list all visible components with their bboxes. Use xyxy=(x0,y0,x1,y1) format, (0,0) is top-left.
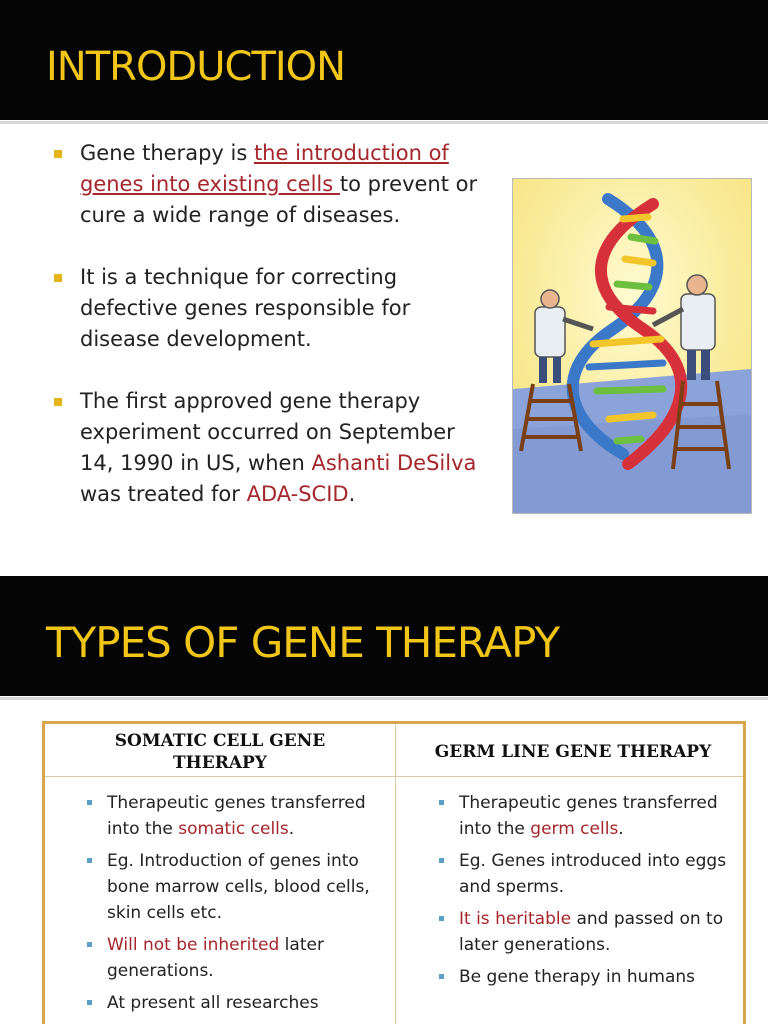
bullet-text: and passed on to later generations. xyxy=(459,909,724,955)
slide-title: TYPES OF GENE THERAPY xyxy=(46,618,560,667)
slide-introduction: INTRODUCTION Gene therapy is the introdu… xyxy=(0,0,768,541)
bullet-marker xyxy=(87,1000,92,1005)
intro-bullet: Gene therapy is the introduction of gene… xyxy=(52,138,492,231)
bullet-marker xyxy=(54,398,62,406)
highlighted-text: somatic cells xyxy=(178,819,289,839)
bullet-text: Gene therapy is xyxy=(80,141,254,165)
highlighted-text: Ashanti DeSilva xyxy=(311,451,477,475)
bullet-text: Therapeutic genes transferred into the xyxy=(459,793,718,839)
bullet-marker xyxy=(439,916,444,921)
bullet-text: The first approved gene therapy experime… xyxy=(80,389,455,475)
somatic-item: Eg. Introduction of genes into bone marr… xyxy=(81,848,371,926)
somatic-column-header: SOMATIC CELL GENE THERAPY xyxy=(114,731,326,773)
bullet-text: . xyxy=(348,482,356,506)
bullet-marker xyxy=(54,150,62,158)
bullet-text: Be gene therapy in humans xyxy=(459,967,696,987)
germ-line-item: Be gene therapy in humans xyxy=(433,964,733,990)
title-bar: INTRODUCTION xyxy=(0,0,768,120)
bullet-marker xyxy=(439,974,444,979)
intro-bullet: It is a technique for correcting defecti… xyxy=(52,262,492,355)
bullet-marker xyxy=(87,942,92,947)
highlighted-text: the introduction of genes into existing … xyxy=(80,141,449,196)
germ-line-item: Therapeutic genes transferred into the g… xyxy=(433,790,733,842)
germ-line-item: Eg. Genes introduced into eggs and sperm… xyxy=(433,848,733,900)
title-divider xyxy=(0,697,768,700)
slide-types-of-gene-therapy: TYPES OF GENE THERAPY SOMATIC CELL GENE … xyxy=(0,576,768,1024)
intro-bullet: The first approved gene therapy experime… xyxy=(52,386,492,510)
bullet-marker xyxy=(54,274,62,282)
slide-title: INTRODUCTION xyxy=(46,44,346,90)
somatic-item: Will not be inherited later generations. xyxy=(81,932,371,984)
bullet-text: It is a technique for correcting defecti… xyxy=(80,265,411,351)
germ-line-item: It is heritable and passed on to later g… xyxy=(433,906,733,958)
bullet-marker xyxy=(87,858,92,863)
bullet-marker xyxy=(439,858,444,863)
bullet-marker xyxy=(87,800,92,805)
title-divider xyxy=(0,121,768,124)
highlighted-text: It is heritable xyxy=(459,909,572,929)
intro-bullet-list: Gene therapy is the introduction of gene… xyxy=(52,138,492,541)
header-divider xyxy=(45,776,743,777)
title-bar: TYPES OF GENE THERAPY xyxy=(0,576,768,696)
column-divider xyxy=(395,724,396,1024)
bullet-text: Eg. Introduction of genes into bone marr… xyxy=(107,851,370,923)
slide-gap xyxy=(0,548,768,576)
bullet-text: to prevent or cure a wide range of disea… xyxy=(80,172,478,227)
highlighted-text: ADA-SCID xyxy=(246,482,349,506)
germ-line-column-header: GERM LINE GENE THERAPY xyxy=(434,742,712,762)
bullet-text: . xyxy=(618,819,624,839)
bullet-text: At present all researches xyxy=(107,993,319,1013)
bullet-text: . xyxy=(288,819,295,839)
bullet-text: Eg. Genes introduced into eggs and sperm… xyxy=(459,851,727,897)
somatic-item: At present all researches xyxy=(81,990,371,1016)
germ-line-list: Therapeutic genes transferred into the g… xyxy=(433,790,733,996)
comparison-table: SOMATIC CELL GENE THERAPY GERM LINE GENE… xyxy=(42,721,746,1024)
bullet-text: later generations. xyxy=(107,935,324,981)
bullet-text: Therapeutic genes transferred into the xyxy=(107,793,366,839)
highlighted-text: germ cells xyxy=(530,819,619,839)
bullet-text: was treated for xyxy=(80,482,247,506)
highlighted-text: Will not be inherited xyxy=(107,935,280,955)
somatic-list: Therapeutic genes transferred into the s… xyxy=(81,790,371,1022)
somatic-item: Therapeutic genes transferred into the s… xyxy=(81,790,371,842)
bullet-marker xyxy=(439,800,444,805)
dna-repair-illustration-icon xyxy=(512,178,752,514)
